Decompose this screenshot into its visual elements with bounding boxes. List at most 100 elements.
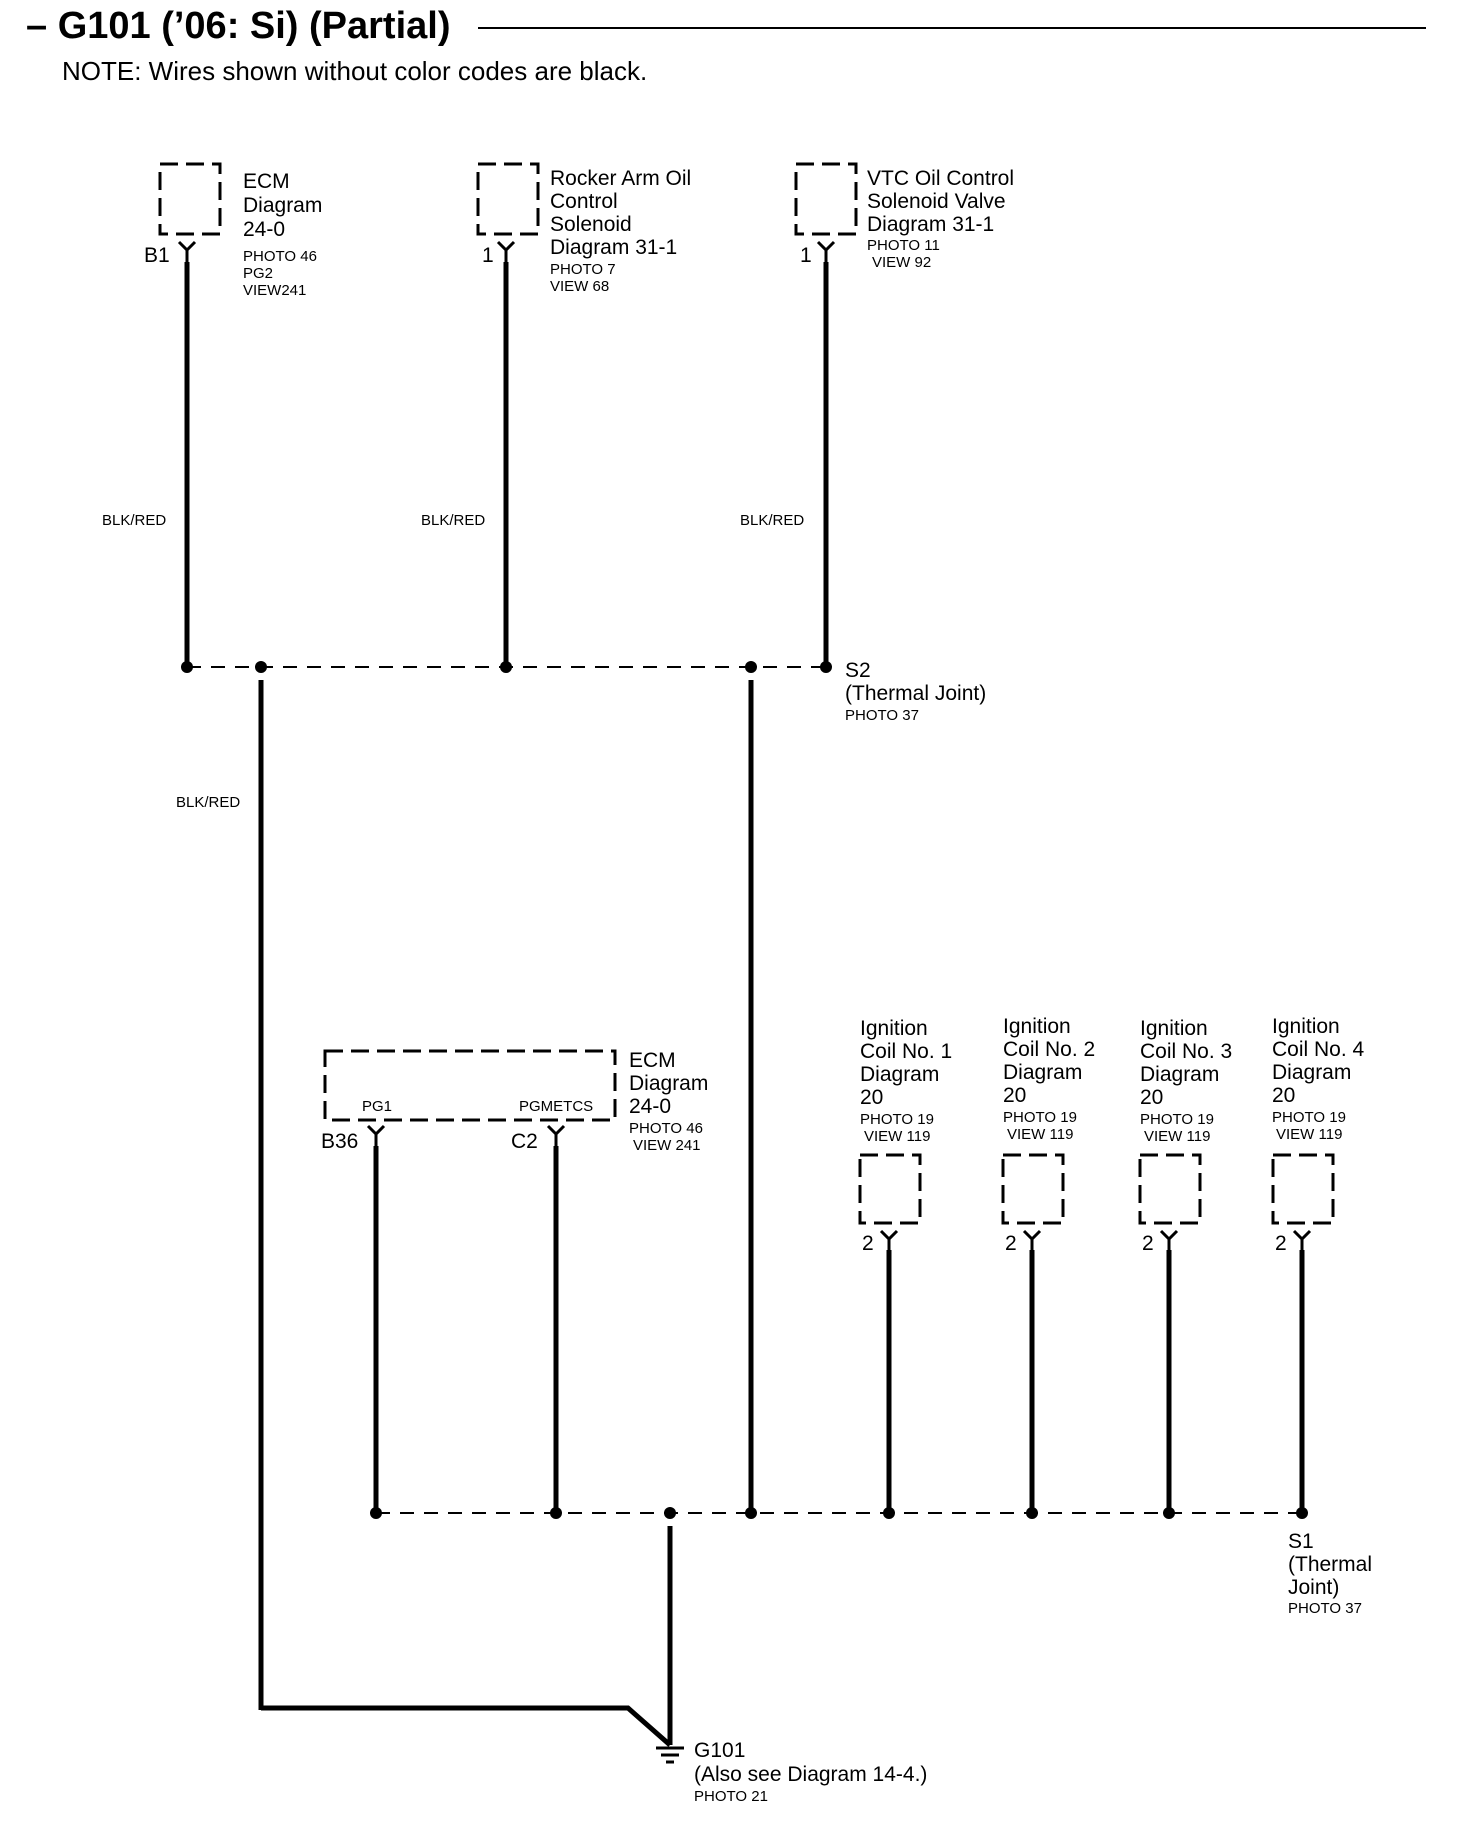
s1-label-desc-2: Joint) — [1288, 1576, 1339, 1599]
rocker-label-4: Diagram 31-1 — [550, 236, 677, 259]
ecm-bottom-inner-pg1: PG1 — [362, 1098, 392, 1115]
vtc-solenoid-component: 1 VTC Oil Control Solenoid Valve Diagram… — [794, 162, 1014, 271]
ecm-bottom-photo: PHOTO 46 — [629, 1120, 703, 1137]
coil-2-view: VIEW 119 — [1007, 1126, 1073, 1143]
s2-node-vtc — [820, 661, 832, 673]
rocker-label-3: Solenoid — [550, 213, 632, 236]
ground-label-desc: (Also see Diagram 14-4.) — [694, 1763, 927, 1786]
ecm-top-label-3: 24-0 — [243, 218, 285, 241]
coil-2-label-2: Coil No. 2 — [1003, 1038, 1095, 1061]
coil-3-pin: 2 — [1142, 1232, 1154, 1255]
coil-3-view: VIEW 119 — [1144, 1128, 1210, 1145]
ecm-bottom-pin-b36-symbol — [366, 1124, 386, 1146]
rocker-label-1: Rocker Arm Oil — [550, 167, 691, 190]
ignition-coil-2: Ignition Coil No. 2 Diagram 20 PHOTO 19 … — [1001, 1015, 1095, 1255]
s1-node-ground — [664, 1507, 676, 1519]
coil-4-label-4: 20 — [1272, 1084, 1295, 1107]
s2-photo: PHOTO 37 — [845, 707, 919, 724]
vtc-label-2: Solenoid Valve — [867, 190, 1006, 213]
s1-label-desc-1: (Thermal — [1288, 1553, 1372, 1576]
ecm-bottom-pin-c2: C2 — [511, 1130, 538, 1153]
coil-1-label-2: Coil No. 1 — [860, 1040, 952, 1063]
s2-node-ground — [255, 661, 267, 673]
coil-2-label-1: Ignition — [1003, 1015, 1071, 1038]
vtc-connector-box — [794, 162, 858, 236]
ecm-top-component: B1 ECM Diagram 24-0 PHOTO 46 PG2 VIEW241 — [144, 162, 322, 299]
s1-label: S1 — [1288, 1530, 1314, 1553]
coil-4-connector-box — [1271, 1153, 1335, 1225]
ground-photo: PHOTO 21 — [694, 1788, 768, 1805]
coil-3-label-1: Ignition — [1140, 1017, 1208, 1040]
ecm-top-connector-box — [158, 162, 222, 236]
ecm-bottom-component: PG1 PGMETCS B36 C2 ECM Diagram 24-0 PHOT… — [321, 1049, 708, 1154]
rocker-pin-symbol — [496, 240, 516, 262]
coil-2-pin: 2 — [1005, 1232, 1017, 1255]
s1-node-coil-3 — [1163, 1507, 1175, 1519]
coil-3-label-3: Diagram — [1140, 1063, 1219, 1086]
coil-4-label-2: Coil No. 4 — [1272, 1038, 1365, 1061]
coil-1-connector-box — [858, 1153, 922, 1225]
ecm-bottom-label-2: Diagram — [629, 1072, 708, 1095]
coil-1-pin: 2 — [862, 1232, 874, 1255]
vtc-view: VIEW 92 — [872, 254, 931, 271]
s1-node-b36 — [370, 1507, 382, 1519]
ecm-top-label-1: ECM — [243, 170, 290, 193]
vtc-pin: 1 — [800, 244, 812, 267]
ecm-bottom-pin-b36: B36 — [321, 1130, 358, 1153]
s2-node-rocker — [500, 661, 512, 673]
ecm-bottom-label-1: ECM — [629, 1049, 676, 1072]
s2-label: S2 — [845, 659, 871, 682]
s2-label-desc: (Thermal Joint) — [845, 682, 986, 705]
coil-2-connector-box — [1001, 1153, 1065, 1225]
ignition-coil-4: Ignition Coil No. 4 Diagram 20 PHOTO 19 … — [1271, 1015, 1365, 1255]
wire-color-label-1: BLK/RED — [102, 512, 166, 529]
coil-3-label-2: Coil No. 3 — [1140, 1040, 1232, 1063]
coil-4-label-1: Ignition — [1272, 1015, 1340, 1038]
vtc-label-3: Diagram 31-1 — [867, 213, 994, 236]
coil-4-view: VIEW 119 — [1276, 1126, 1342, 1143]
s2-node-ecm — [181, 661, 193, 673]
s1-node-c2 — [550, 1507, 562, 1519]
ecm-top-pin-symbol — [177, 240, 197, 262]
note-text: NOTE: Wires shown without color codes ar… — [62, 56, 647, 86]
ecm-top-view: VIEW241 — [243, 282, 306, 299]
coil-4-pin-symbol — [1292, 1229, 1312, 1250]
coil-1-label-4: 20 — [860, 1086, 883, 1109]
coil-4-photo: PHOTO 19 — [1272, 1109, 1346, 1126]
rocker-view: VIEW 68 — [550, 278, 609, 295]
coil-3-pin-symbol — [1159, 1229, 1179, 1250]
coil-4-pin: 2 — [1275, 1232, 1287, 1255]
coil-2-label-3: Diagram — [1003, 1061, 1082, 1084]
ground-label: G101 — [694, 1739, 745, 1762]
rocker-label-2: Control — [550, 190, 618, 213]
s1-node-coil-1 — [883, 1507, 895, 1519]
coil-2-label-4: 20 — [1003, 1084, 1026, 1107]
wire-s2-ground-route — [261, 1705, 672, 1747]
s1-photo: PHOTO 37 — [1288, 1600, 1362, 1617]
s1-node-coil-4 — [1296, 1507, 1308, 1519]
s1-node-coil-2 — [1026, 1507, 1038, 1519]
ecm-top-label-2: Diagram — [243, 194, 322, 217]
rocker-photo: PHOTO 7 — [550, 261, 616, 278]
coil-1-pin-symbol — [879, 1229, 899, 1250]
ignition-coil-1: Ignition Coil No. 1 Diagram 20 PHOTO 19 … — [858, 1017, 952, 1255]
coil-3-photo: PHOTO 19 — [1140, 1111, 1214, 1128]
wire-color-label-3: BLK/RED — [740, 512, 804, 529]
rocker-pin: 1 — [482, 244, 494, 267]
s1-node-link — [745, 1507, 757, 1519]
coil-2-photo: PHOTO 19 — [1003, 1109, 1077, 1126]
s2-node-link — [745, 661, 757, 673]
coil-3-connector-box — [1138, 1153, 1202, 1225]
ignition-coil-3: Ignition Coil No. 3 Diagram 20 PHOTO 19 … — [1138, 1017, 1232, 1255]
wire-color-label-4: BLK/RED — [176, 794, 240, 811]
coil-4-label-3: Diagram — [1272, 1061, 1351, 1084]
ecm-top-pin: B1 — [144, 244, 170, 267]
ecm-top-photo: PHOTO 46 — [243, 248, 317, 265]
coil-3-label-4: 20 — [1140, 1086, 1163, 1109]
ecm-bottom-label-3: 24-0 — [629, 1095, 671, 1118]
coil-1-photo: PHOTO 19 — [860, 1111, 934, 1128]
ecm-bottom-connector-box — [323, 1049, 617, 1122]
coil-2-pin-symbol — [1022, 1229, 1042, 1250]
wire-color-label-2: BLK/RED — [421, 512, 485, 529]
